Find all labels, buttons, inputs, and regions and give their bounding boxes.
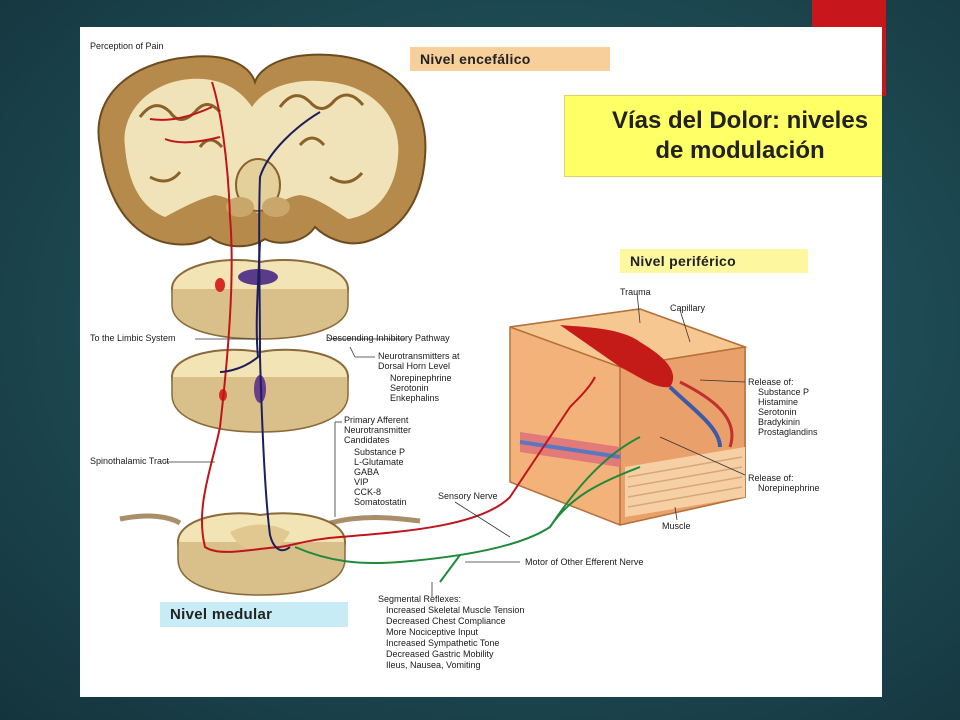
label-primary-2: Neurotransmitter: [344, 425, 412, 435]
release-item: Substance P: [758, 387, 810, 397]
level-peripheral-tag: Nivel periférico: [620, 249, 808, 273]
label-primary-1: Primary Afferent: [344, 415, 409, 425]
label-perception: Perception of Pain: [90, 41, 164, 51]
segmental-item: Increased Skeletal Muscle Tension: [386, 605, 525, 615]
label-neuro-dorsal: Neurotransmitters at: [378, 351, 460, 361]
label-segmental: Segmental Reflexes:: [378, 594, 462, 604]
release-item: Prostaglandins: [758, 427, 818, 437]
primary-item: CCK-8: [354, 487, 382, 497]
label-release-2: Release of:: [748, 473, 794, 483]
segmental-item: Decreased Chest Compliance: [386, 616, 506, 626]
primary-item: GABA: [354, 467, 380, 477]
leader-lines: [165, 291, 746, 597]
dorsal-item: Serotonin: [390, 383, 429, 393]
label-primary-3: Candidates: [344, 435, 390, 445]
label-spinothalamic: Spinothalamic Tract: [90, 456, 170, 466]
primary-item: L-Glutamate: [354, 457, 404, 467]
dorsal-item: Enkephalins: [390, 393, 440, 403]
level-encephalic-tag: Nivel encefálico: [410, 47, 610, 71]
label-motor: Motor of Other Efferent Nerve: [525, 557, 644, 567]
ascending-pathway: [149, 81, 596, 553]
brain-section: [97, 53, 427, 248]
segmental-item: Decreased Gastric Mobility: [386, 649, 494, 659]
tissue-block: [509, 308, 748, 526]
primary-item: VIP: [354, 477, 369, 487]
primary-item: Somatostatin: [354, 497, 407, 507]
title-line-2: de modulación: [655, 137, 825, 164]
level-medullary-tag: Nivel medular: [160, 602, 348, 627]
spinal-section-lower: [119, 512, 421, 596]
release-item: Serotonin: [758, 407, 797, 417]
title-line-1: Vías del Dolor: niveles: [611, 107, 869, 134]
release-item: Bradykinin: [758, 417, 801, 427]
slide-title: Vías del Dolor: niveles de modulación: [564, 95, 882, 177]
descending-pathway: [219, 111, 321, 552]
label-sensory: Sensory Nerve: [438, 491, 498, 501]
label-limbic: To the Limbic System: [90, 333, 176, 343]
label-release-1: Release of:: [748, 377, 794, 387]
slide: Nivel encefálico Nivel periférico Nivel …: [80, 27, 882, 697]
segmental-item: Ileus, Nausea, Vomiting: [386, 660, 481, 670]
label-capillary: Capillary: [670, 303, 706, 313]
label-trauma: Trauma: [620, 287, 651, 297]
efferent-pathway: [294, 436, 641, 583]
pain-pathway-diagram: [97, 53, 748, 597]
dorsal-item: Norepinephrine: [390, 373, 452, 383]
segmental-item: Increased Sympathetic Tone: [386, 638, 500, 648]
release-item: Histamine: [758, 397, 799, 407]
segmental-item: More Nociceptive Input: [386, 627, 479, 637]
primary-item: Substance P: [354, 447, 406, 457]
label-muscle: Muscle: [662, 521, 691, 531]
release-item-norepinephrine: Norepinephrine: [758, 483, 820, 493]
label-descending: Descending Inhibitory Pathway: [326, 333, 450, 343]
label-neuro-dorsal2: Dorsal Horn Level: [378, 361, 451, 371]
